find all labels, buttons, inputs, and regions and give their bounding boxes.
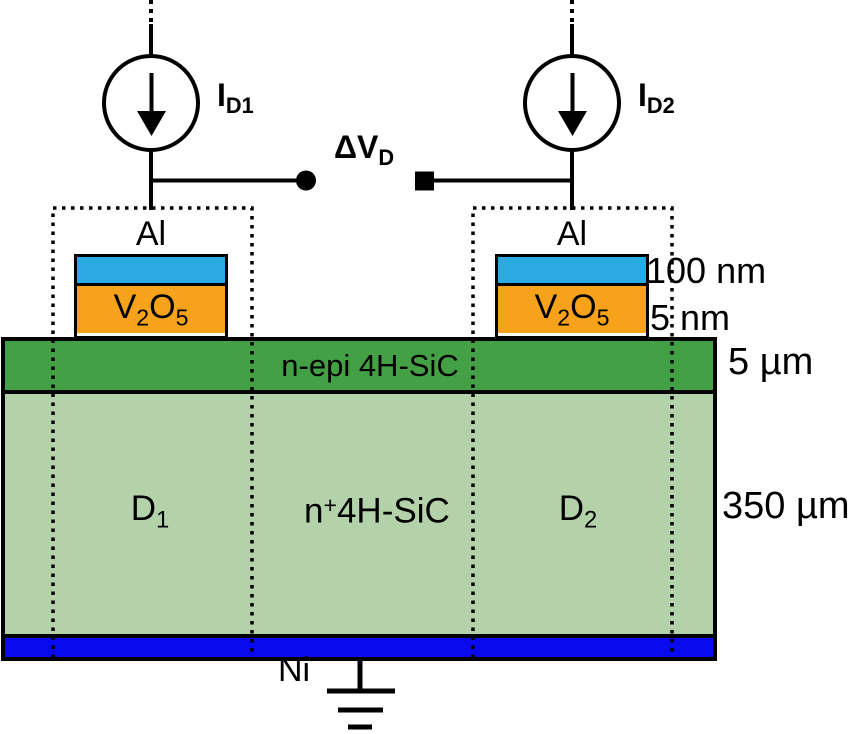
al-label-right: Al [556, 215, 588, 253]
al-label-left: Al [135, 215, 167, 253]
current-source-arrow-icon [137, 73, 166, 136]
ni-label: Ni [278, 651, 311, 689]
v2o5-layer-right: V2O5 [498, 283, 646, 333]
v2o5-label-left: V2O5 [113, 287, 189, 331]
v2o5-thickness-label: 5 nm [650, 297, 731, 338]
diode-2-label: D2 [558, 489, 598, 534]
current-source-arrow-icon [558, 73, 587, 136]
delta-v-label: ΔVD [334, 129, 395, 170]
v2o5-layer-left: V2O5 [77, 283, 225, 333]
delta-v-node-dot [296, 170, 316, 191]
al-contact-left [77, 257, 225, 283]
epi-thickness-label: 5 µm [728, 341, 814, 383]
delta-v-node-square [415, 171, 434, 191]
substrate-thickness-label: 350 µm [722, 485, 850, 527]
diode-boundary-left [51, 206, 254, 658]
al-thickness-label: 100 nm [646, 250, 767, 291]
epi-label: n-epi 4H-SiC [281, 348, 459, 383]
current-source-2-label: ID2 [638, 77, 675, 118]
contact-stack-right: V2O5 [495, 254, 649, 339]
current-source-1-label: ID1 [217, 77, 254, 118]
diode-boundary-right [471, 206, 674, 658]
ground-icon [327, 658, 395, 730]
contact-stack-left: V2O5 [74, 254, 228, 339]
diode-1-label: D1 [130, 489, 170, 534]
v2o5-label-right: V2O5 [534, 287, 610, 331]
al-contact-right [498, 257, 646, 283]
substrate-layer [1, 390, 717, 638]
substrate-label: n+4H-SiC [304, 491, 450, 531]
